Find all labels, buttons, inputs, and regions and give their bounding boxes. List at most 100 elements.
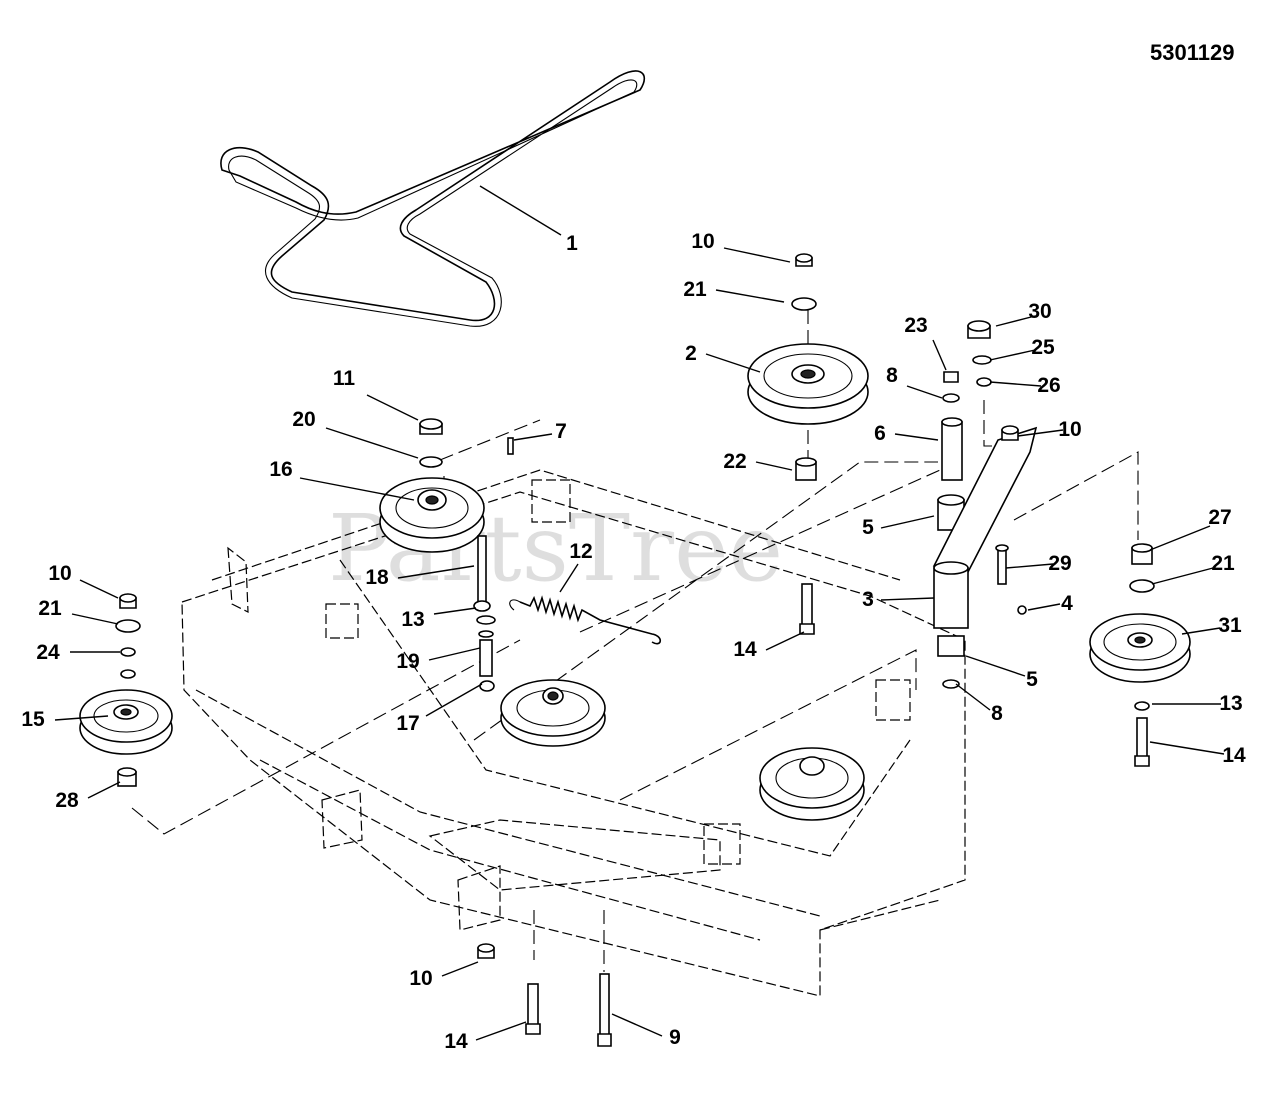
callout-leader <box>479 185 562 236</box>
callout-label: 27 <box>1208 506 1231 529</box>
callout-label: 21 <box>38 597 62 620</box>
callout-leader <box>433 607 477 615</box>
callout-label: 15 <box>21 708 45 731</box>
pulley-16 <box>379 477 485 553</box>
callout-leader <box>880 597 935 601</box>
pulley-31 <box>1089 613 1191 683</box>
callout-leader <box>425 683 483 717</box>
callout-leader <box>989 381 1042 387</box>
spacer-28 <box>117 767 137 787</box>
callout-12: 12 <box>559 540 593 593</box>
callout-leader <box>54 715 109 721</box>
callout-31: 31 <box>1181 614 1242 637</box>
washer-26 <box>976 377 992 387</box>
callout-label: 4 <box>1061 592 1073 615</box>
callout-15: 15 <box>21 708 109 731</box>
pulley-2 <box>747 343 869 425</box>
callout-label: 10 <box>1058 418 1081 441</box>
callout-leader <box>995 315 1036 327</box>
callout-5: 5 <box>965 655 1038 691</box>
callout-leader <box>299 477 415 501</box>
callout-label: 10 <box>691 230 714 253</box>
callout-label: 14 <box>1222 744 1246 767</box>
washer-21-left <box>115 619 141 633</box>
pin-7 <box>507 437 514 455</box>
callout-leader <box>397 565 475 579</box>
callout-leader <box>611 1013 663 1037</box>
callout-label: 12 <box>569 540 592 563</box>
nut-30 <box>967 320 991 339</box>
callout-label: 13 <box>1219 692 1242 715</box>
washer-21-top <box>791 297 817 311</box>
callout-leader <box>723 247 791 263</box>
callout-14: 14 <box>444 1021 527 1053</box>
pulley-15 <box>79 689 173 755</box>
washer-24-a <box>120 647 136 657</box>
callout-29: 29 <box>1005 552 1072 575</box>
belt <box>220 70 646 327</box>
spacer-22 <box>795 457 817 481</box>
callout-3: 3 <box>862 588 935 611</box>
callout-17: 17 <box>396 683 483 735</box>
callout-21: 21 <box>683 278 785 303</box>
callout-label: 21 <box>683 278 707 301</box>
callout-leader <box>475 1021 527 1041</box>
callout-leader <box>325 427 419 459</box>
callout-30: 30 <box>995 300 1052 327</box>
callout-label: 21 <box>1211 552 1235 575</box>
callout-leader <box>755 461 793 471</box>
washer-25 <box>972 355 992 365</box>
callout-21: 21 <box>1151 552 1235 585</box>
callout-label: 10 <box>48 562 71 585</box>
callout-leader <box>715 289 785 303</box>
callout-label: 25 <box>1031 336 1055 359</box>
washer-13-right <box>1134 701 1150 711</box>
callout-23: 23 <box>904 314 947 371</box>
callout-label: 18 <box>365 566 389 589</box>
callout-label: 6 <box>874 422 886 445</box>
mower-deck <box>181 469 966 997</box>
callout-leader <box>765 631 805 651</box>
washer-21-right <box>1129 579 1155 593</box>
callout-leader <box>965 655 1026 677</box>
bolt-14-right <box>1134 717 1150 767</box>
callout-leader <box>894 433 939 441</box>
callout-label: 24 <box>36 641 60 664</box>
callout-2: 2 <box>685 342 761 373</box>
callout-5: 5 <box>862 515 935 539</box>
callout-leader <box>1149 525 1211 551</box>
callout-leader <box>1151 567 1214 585</box>
callout-label: 28 <box>55 789 79 812</box>
callout-leader <box>1027 603 1061 611</box>
callout-22: 22 <box>723 450 793 473</box>
callout-label: 22 <box>723 450 746 473</box>
callout-leader <box>513 433 553 441</box>
callout-leader <box>989 349 1036 361</box>
callout-27: 27 <box>1149 506 1232 551</box>
callout-label: 13 <box>401 608 424 631</box>
bolt-9 <box>597 973 612 1047</box>
callout-1: 1 <box>479 185 578 255</box>
callout-label: 1 <box>566 232 578 255</box>
callout-4: 4 <box>1027 592 1073 615</box>
callout-label: 10 <box>409 967 432 990</box>
callout-label: 17 <box>396 712 419 735</box>
callout-label: 14 <box>444 1030 468 1053</box>
callout-label: 29 <box>1048 552 1071 575</box>
washer-20 <box>419 456 443 468</box>
callout-leader <box>441 961 479 977</box>
callout-label: 8 <box>991 702 1003 725</box>
callout-label: 9 <box>669 1026 681 1049</box>
callout-6: 6 <box>874 422 939 445</box>
callout-leader <box>79 579 119 599</box>
callout-leader <box>1149 741 1225 755</box>
deck-pulley-center <box>500 679 606 747</box>
callout-label: 26 <box>1037 374 1060 397</box>
spacer-27 <box>1131 543 1153 565</box>
callout-10: 10 <box>48 562 119 599</box>
callout-8: 8 <box>955 683 1003 725</box>
callout-leader <box>1181 627 1221 635</box>
